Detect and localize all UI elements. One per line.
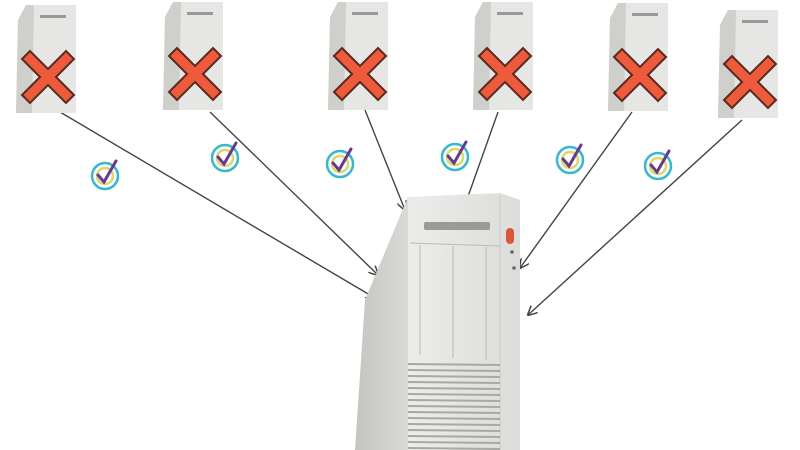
arrow: [528, 119, 743, 315]
check-ring: [440, 142, 470, 172]
vent-slat: [407, 423, 501, 426]
vent-slat: [407, 429, 501, 432]
server-side-panel: [355, 197, 408, 450]
vent-slat: [407, 417, 501, 420]
vent-slat: [407, 369, 501, 372]
x-mark-icon: [20, 49, 76, 105]
check-mark: [446, 140, 468, 166]
vent-slat: [407, 405, 501, 408]
client-server-1: [16, 5, 76, 113]
x-mark-icon: [722, 54, 778, 110]
client-server-6: [718, 10, 778, 118]
client-servers: [16, 2, 778, 118]
connection-arrows: [59, 109, 743, 315]
drive-slot: [40, 15, 66, 18]
vent-slat: [407, 441, 501, 444]
vent-slat: [407, 411, 501, 414]
central-server: [355, 193, 520, 450]
checkmark-icon: [210, 141, 240, 173]
checkmarks: [90, 140, 673, 191]
vent-slat: [407, 435, 501, 438]
check-mark: [649, 149, 671, 175]
drive-slot: [742, 20, 768, 23]
checkmark-icon: [440, 140, 470, 172]
server-vents: [407, 363, 501, 450]
check-ring: [555, 145, 585, 175]
checkmark-icon: [643, 149, 673, 181]
check-mark: [216, 141, 238, 167]
x-mark-icon: [477, 46, 533, 102]
check-ring: [90, 161, 120, 191]
client-server-2: [163, 2, 223, 110]
drive-slot: [632, 13, 658, 16]
client-server-4: [473, 2, 533, 110]
x-mark-icon: [612, 47, 668, 103]
drive-slot: [187, 12, 213, 15]
x-mark-icon: [332, 46, 388, 102]
check-ring: [210, 143, 240, 173]
vent-slat: [407, 447, 501, 450]
check-mark: [561, 143, 583, 169]
check-ring: [325, 149, 355, 179]
checkmark-icon: [325, 147, 355, 179]
vent-slat: [407, 387, 501, 390]
server-front-panel: [408, 193, 520, 450]
check-ring: [643, 151, 673, 181]
x-mark-icon: [167, 46, 223, 102]
panel-line: [409, 242, 501, 247]
vent-slat: [407, 363, 501, 366]
drive-slot: [424, 222, 490, 230]
check-mark: [331, 147, 353, 173]
power-button[interactable]: [506, 228, 514, 244]
arrow: [209, 111, 378, 275]
client-server-5: [608, 3, 668, 111]
arrow: [465, 111, 499, 205]
led-indicator: [510, 250, 514, 254]
checkmark-icon: [555, 143, 585, 175]
arrow: [520, 111, 633, 268]
vent-slat: [407, 381, 501, 384]
drive-slot: [352, 12, 378, 15]
check-mark: [96, 159, 118, 185]
checkmark-icon: [90, 159, 120, 191]
client-server-3: [328, 2, 388, 110]
arrow: [59, 111, 375, 298]
drive-slot: [497, 12, 523, 15]
vent-slat: [407, 399, 501, 402]
vent-slat: [407, 375, 501, 378]
arrow: [364, 109, 405, 210]
led-indicator: [512, 266, 516, 270]
vent-slat: [407, 393, 501, 396]
